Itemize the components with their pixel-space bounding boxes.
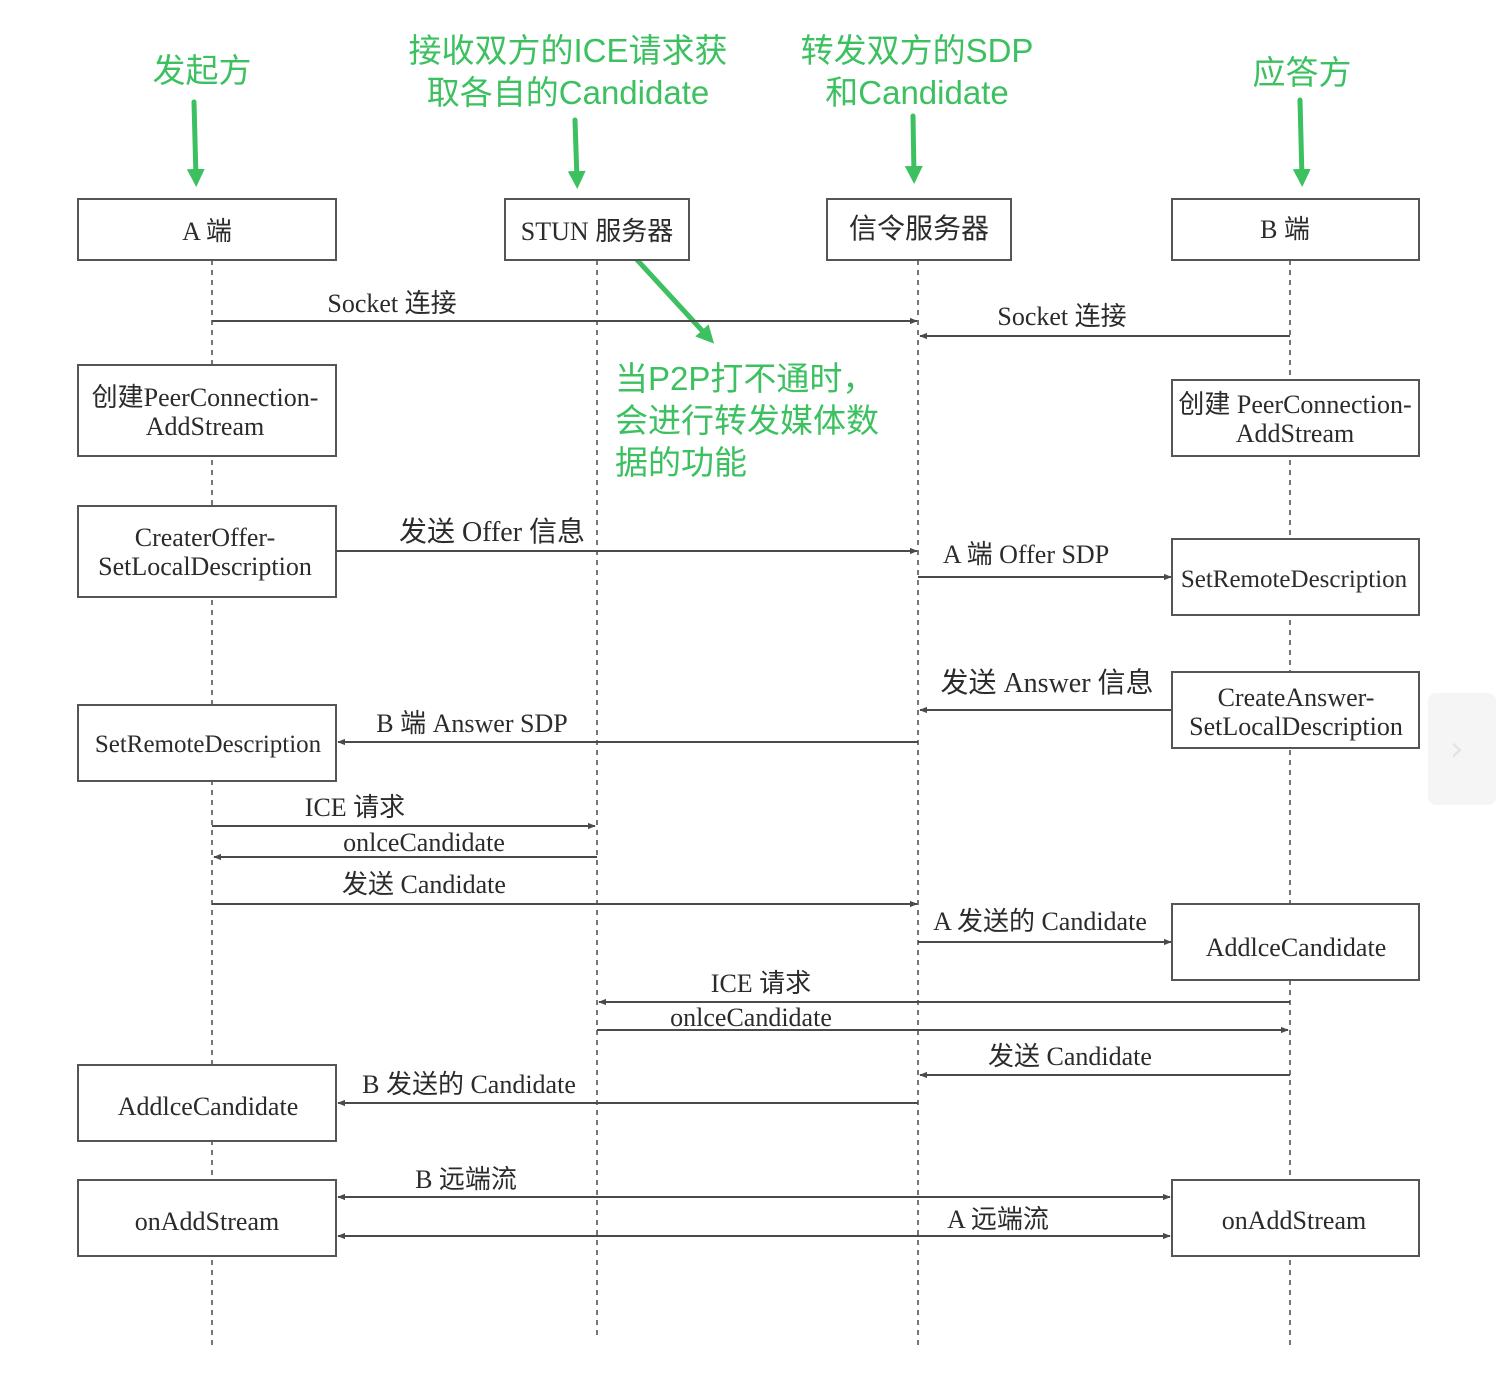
a-offer-sdp-label: A 端 Offer SDP	[943, 540, 1109, 569]
role-annotations: 发起方 接收双方的ICE请求获 取各自的Candidate 转发双方的SDP 和…	[153, 32, 1352, 481]
a-set-remote-description-box: SetRemoteDescription	[77, 704, 337, 782]
a-on-add-stream-label: onAddStream	[135, 1207, 279, 1236]
participant-a-label: A 端	[182, 217, 232, 246]
b-add-ice-candidate-box: AddlceCandidate	[1171, 903, 1420, 981]
participant-signal-label: 信令服务器	[849, 213, 989, 245]
b-remote-stream-label: B 远端流	[415, 1165, 517, 1194]
b-add-ice-label: AddlceCandidate	[1206, 933, 1387, 962]
responder-annotation: 应答方	[1253, 54, 1352, 91]
a-sent-candidate-label: A 发送的 Candidate	[933, 907, 1147, 936]
a-add-ice-candidate-box: AddlceCandidate	[77, 1064, 337, 1142]
a-create-peerconnection-box: 创建PeerConnection- AddStream	[77, 364, 337, 457]
b-create-pc-line1: 创建 PeerConnection-	[1178, 390, 1411, 419]
signal-role-annotation-line2: 和Candidate	[825, 74, 1008, 111]
b-create-answer-line1: CreateAnswer-	[1218, 683, 1375, 712]
relay-note-line2: 会进行转发媒体数	[615, 402, 879, 439]
send-offer-label: 发送 Offer 信息	[399, 516, 585, 548]
initiator-annotation: 发起方	[153, 52, 252, 89]
a-send-candidate-label: 发送 Candidate	[342, 870, 506, 899]
a-create-pc-line1: 创建PeerConnection-	[92, 383, 319, 412]
b-set-remote-description-box: SetRemoteDescription	[1171, 538, 1420, 616]
a-create-offer-box: CreaterOffer- SetLocalDescription	[77, 505, 337, 598]
a-create-offer-line2: SetLocalDescription	[98, 552, 312, 581]
a-create-pc-line2: AddStream	[146, 412, 264, 441]
b-set-remote-label: SetRemoteDescription	[1181, 566, 1408, 593]
a-create-offer-line1: CreaterOffer-	[135, 523, 275, 552]
a-onicecandidate-label: onlceCandidate	[343, 828, 505, 857]
relay-pointer-arrow	[625, 247, 715, 344]
participant-stun-label: STUN 服务器	[521, 217, 673, 246]
page-next-tab[interactable]: ›	[1428, 693, 1496, 805]
stun-role-annotation-line2: 取各自的Candidate	[427, 74, 709, 111]
relay-note-line3: 据的功能	[615, 444, 747, 481]
a-set-remote-label: SetRemoteDescription	[95, 731, 322, 758]
b-sent-candidate-label: B 发送的 Candidate	[362, 1070, 576, 1099]
a-socket-label: Socket 连接	[327, 289, 456, 318]
participant-stun-server: STUN 服务器	[504, 198, 690, 261]
initiator-pointer-arrow	[186, 99, 205, 187]
annotation-arrows	[186, 97, 1311, 344]
relay-note-line1: 当P2P打不通时，	[615, 360, 875, 397]
b-create-pc-line2: AddStream	[1236, 419, 1354, 448]
a-on-add-stream-box: onAddStream	[77, 1179, 337, 1257]
participant-b: B 端	[1171, 198, 1420, 261]
a-ice-request-label: ICE 请求	[305, 793, 405, 822]
a-remote-stream-label: A 远端流	[947, 1205, 1049, 1234]
b-create-answer-box: CreateAnswer- SetLocalDescription	[1171, 671, 1420, 749]
stun-role-annotation-line1: 接收双方的ICE请求获	[408, 32, 727, 69]
a-add-ice-label: AddlceCandidate	[118, 1092, 299, 1121]
b-ice-request-label: ICE 请求	[711, 969, 811, 998]
participant-b-label: B 端	[1260, 215, 1310, 244]
b-on-add-stream-label: onAddStream	[1222, 1206, 1366, 1235]
b-socket-label: Socket 连接	[997, 302, 1126, 331]
b-onicecandidate-label: onlceCandidate	[670, 1003, 832, 1032]
b-on-add-stream-box: onAddStream	[1171, 1179, 1420, 1257]
b-create-peerconnection-box: 创建 PeerConnection- AddStream	[1171, 379, 1420, 457]
responder-pointer-arrow	[1292, 97, 1311, 187]
participant-a: A 端	[77, 198, 337, 261]
signal-role-annotation-line1: 转发双方的SDP	[801, 32, 1034, 69]
stun-pointer-arrow	[567, 117, 586, 189]
b-create-answer-line2: SetLocalDescription	[1189, 712, 1403, 741]
b-answer-sdp-label: B 端 Answer SDP	[376, 709, 567, 738]
b-send-candidate-label: 发送 Candidate	[988, 1042, 1152, 1071]
participant-signal-server: 信令服务器	[826, 198, 1012, 261]
chevron-right-icon: ›	[1450, 729, 1464, 769]
send-answer-label: 发送 Answer 信息	[940, 667, 1153, 699]
signal-pointer-arrow	[904, 113, 923, 184]
